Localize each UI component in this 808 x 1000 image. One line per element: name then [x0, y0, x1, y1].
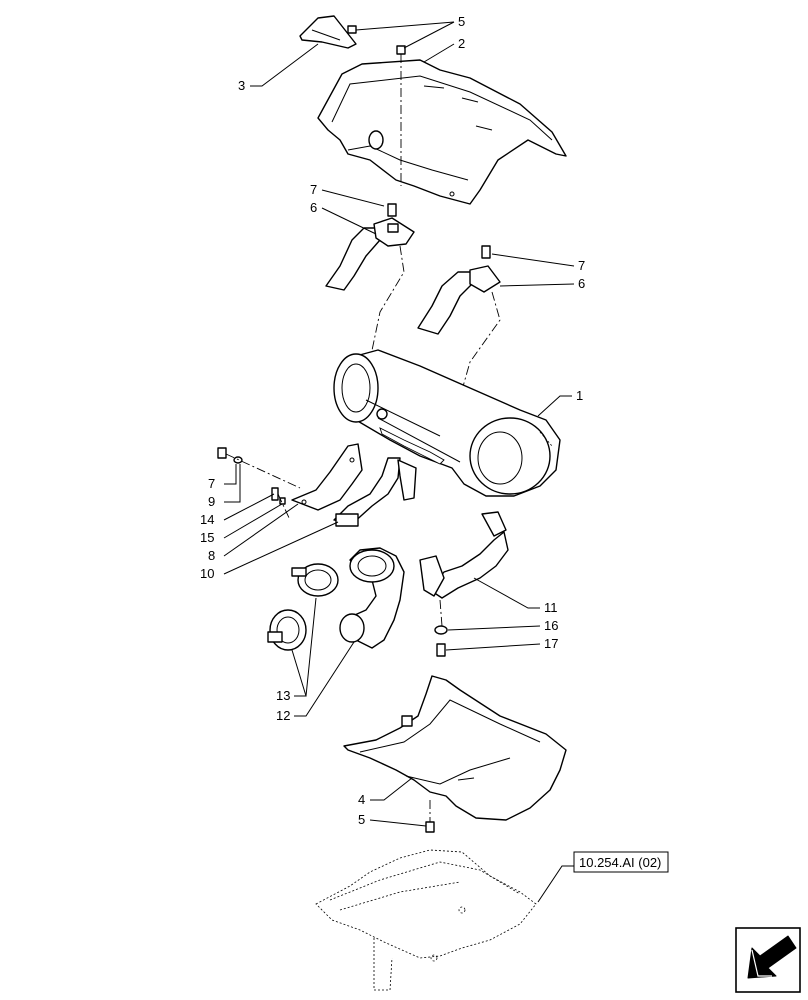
- part-16-17-washer-screw: [434, 625, 448, 657]
- part-2-upper-heat-shield: [317, 59, 567, 205]
- callout-5-top: 5: [458, 14, 465, 29]
- part-10-strap-lower: [333, 457, 417, 527]
- part-12-elbow-pipe: [339, 547, 405, 649]
- callout-13: 13: [276, 688, 290, 703]
- part-3-small-shield: [299, 15, 357, 49]
- part-6-strap-left: [325, 203, 415, 291]
- callout-7-left-lower: 7: [208, 476, 215, 491]
- callout-7-right: 7: [578, 258, 585, 273]
- part-7-9-14-15-fasteners: [217, 447, 286, 505]
- part-8-bracket: [291, 443, 363, 511]
- callout-14: 14: [200, 512, 214, 527]
- callout-15: 15: [200, 530, 214, 545]
- callout-7-left-top: 7: [310, 182, 317, 197]
- part-11-strap-right-lower: [419, 511, 509, 599]
- part-5-screw-bottom: [425, 821, 435, 833]
- callout-12: 12: [276, 708, 290, 723]
- part-13-hose-clamp: [267, 563, 339, 651]
- reference-label[interactable]: 10.254.AI (02): [579, 855, 661, 870]
- reference-link[interactable]: 10.254.AI (02): [573, 851, 669, 873]
- callout-9: 9: [208, 494, 215, 509]
- callout-11: 11: [544, 600, 558, 615]
- callout-10: 10: [200, 566, 214, 581]
- arrow-down-left-icon: [747, 935, 797, 979]
- callout-8: 8: [208, 548, 215, 563]
- callout-6-right: 6: [578, 276, 585, 291]
- callout-16: 16: [544, 618, 558, 633]
- callout-6-left: 6: [310, 200, 317, 215]
- callout-4: 4: [358, 792, 365, 807]
- reference-assembly-outline: [315, 849, 537, 991]
- callout-labels: 1 2 3 4 5 5 6 6 7 7 7 9 14 15 8 10 11 16…: [200, 14, 585, 827]
- callout-2: 2: [458, 36, 465, 51]
- callout-5-bottom: 5: [358, 812, 365, 827]
- callout-17: 17: [544, 636, 558, 651]
- leader-lines: [223, 21, 575, 903]
- callout-1: 1: [576, 388, 583, 403]
- nav-arrow-button[interactable]: [735, 927, 801, 993]
- callout-3: 3: [238, 78, 245, 93]
- part-6-strap-right: [417, 245, 501, 335]
- part-4-lower-heat-shield: [343, 675, 567, 821]
- part-1-muffler: [333, 349, 561, 497]
